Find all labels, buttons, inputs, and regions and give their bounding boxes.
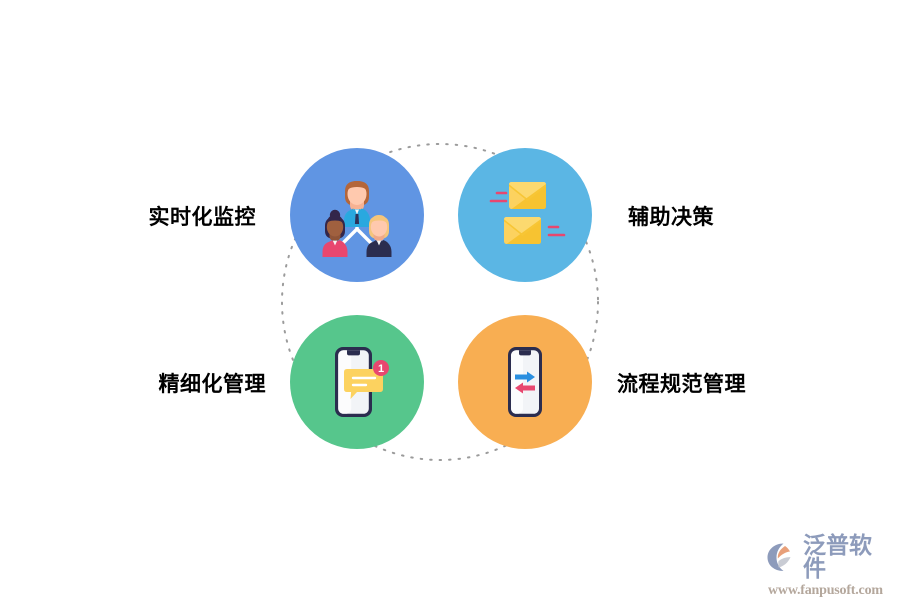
watermark-brand-row: 泛普软件 bbox=[766, 534, 894, 580]
label-top-left: 实时化监控 bbox=[148, 206, 256, 229]
two-envelopes-icon bbox=[489, 182, 566, 244]
three-people-org-chart-icon bbox=[322, 181, 392, 257]
phone-exchange-arrows-icon bbox=[508, 347, 542, 417]
watermark-brand-text: 泛普软件 bbox=[803, 532, 872, 581]
watermark: 泛普软件 www.fanpusoft.com bbox=[766, 534, 894, 598]
watermark-url-text: www.fanpusoft.com bbox=[768, 583, 883, 598]
node-bottom-left[interactable]: 1 bbox=[290, 315, 424, 449]
label-top-right: 辅助决策 bbox=[628, 206, 714, 229]
node-bottom-right[interactable] bbox=[458, 315, 592, 449]
arrow-left-icon bbox=[515, 382, 535, 394]
node-top-left[interactable] bbox=[290, 148, 424, 282]
fanpu-logo-icon bbox=[767, 543, 791, 571]
phone-message-notification-icon: 1 bbox=[335, 347, 389, 417]
label-bottom-left: 精细化管理 bbox=[158, 373, 266, 396]
arrow-right-icon bbox=[515, 371, 535, 383]
notification-badge-count: 1 bbox=[378, 363, 384, 375]
label-bottom-right: 流程规范管理 bbox=[617, 373, 746, 396]
node-top-right[interactable] bbox=[458, 148, 592, 282]
